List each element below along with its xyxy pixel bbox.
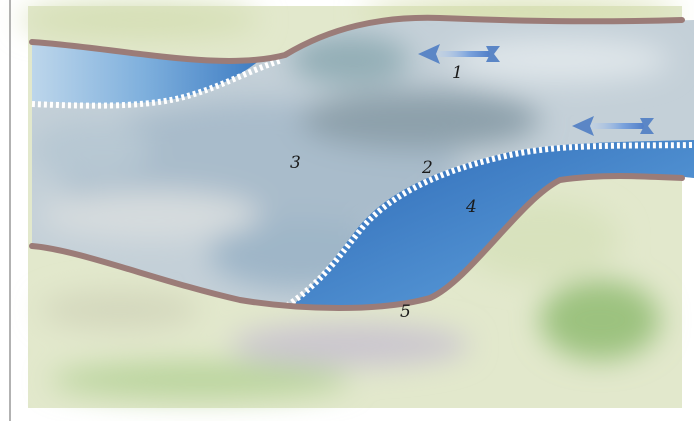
label-3: 3 — [290, 153, 301, 173]
label-2: 2 — [421, 158, 433, 178]
label-4: 4 — [465, 197, 477, 217]
label-5: 5 — [400, 302, 411, 322]
label-1: 1 — [452, 63, 463, 83]
